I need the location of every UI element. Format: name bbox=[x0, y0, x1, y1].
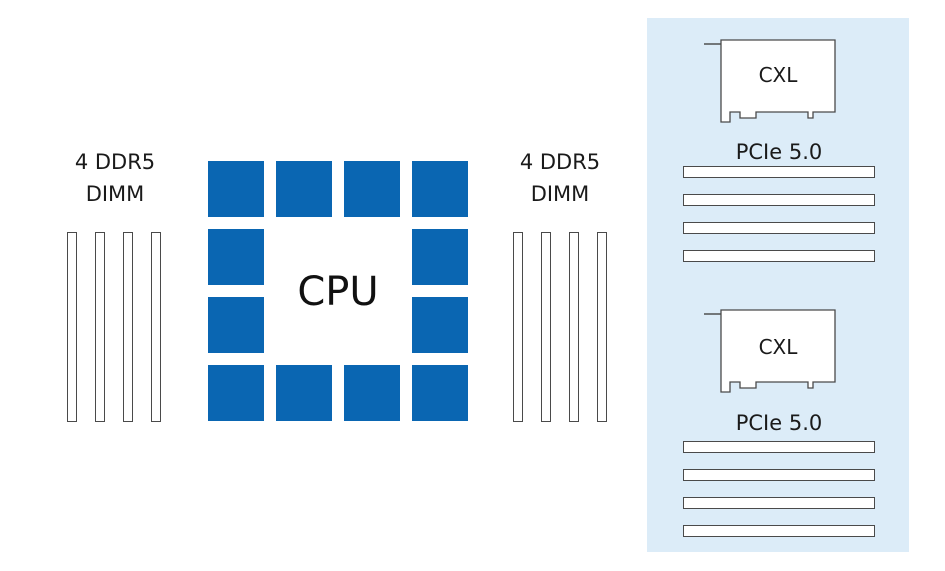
cpu-core-tile bbox=[344, 365, 400, 421]
left-dimm-label-line1: 4 DDR5 bbox=[74, 150, 156, 174]
pcie-slot bbox=[683, 441, 875, 453]
cpu-core-tile bbox=[276, 365, 332, 421]
pcie-slot bbox=[683, 194, 875, 206]
cpu-core-tile bbox=[276, 161, 332, 217]
left-dimm-stick bbox=[67, 232, 77, 422]
left-dimm-label-line2: DIMM bbox=[85, 182, 145, 206]
cpu-label: CPU bbox=[297, 269, 379, 315]
left-dimm-label: 4 DDR5 DIMM bbox=[60, 146, 170, 210]
pcie-slot bbox=[683, 166, 875, 178]
pcie-slot bbox=[683, 250, 875, 262]
left-dimm-stick bbox=[123, 232, 133, 422]
left-dimm-stick bbox=[151, 232, 161, 422]
right-dimm-stick bbox=[513, 232, 523, 422]
left-dimm-stick bbox=[95, 232, 105, 422]
right-dimm-stick bbox=[597, 232, 607, 422]
right-dimm-label-line1: 4 DDR5 bbox=[519, 150, 601, 174]
cpu-core-tile bbox=[412, 229, 468, 285]
cxl-card-label: CXL bbox=[758, 63, 798, 87]
pcie-slot-label: PCIe 5.0 bbox=[735, 140, 823, 164]
cpu-core-tile bbox=[412, 365, 468, 421]
cpu-core-tile bbox=[208, 161, 264, 217]
cxl-card-icon bbox=[704, 39, 836, 123]
cpu-core-tile bbox=[412, 297, 468, 353]
cpu-core-tile bbox=[208, 229, 264, 285]
cxl-card-label: CXL bbox=[758, 335, 798, 359]
right-dimm-stick bbox=[569, 232, 579, 422]
right-dimm-label-line2: DIMM bbox=[530, 182, 590, 206]
right-dimm-label: 4 DDR5 DIMM bbox=[505, 146, 615, 210]
pcie-slot-label: PCIe 5.0 bbox=[735, 411, 823, 435]
cpu-core-tile bbox=[208, 365, 264, 421]
cpu-core-tile bbox=[344, 161, 400, 217]
pcie-slot bbox=[683, 469, 875, 481]
pcie-slot bbox=[683, 497, 875, 509]
cxl-card-icon bbox=[704, 309, 836, 393]
cpu-core-tile bbox=[208, 297, 264, 353]
cpu-core-tile bbox=[412, 161, 468, 217]
pcie-slot bbox=[683, 222, 875, 234]
right-dimm-stick bbox=[541, 232, 551, 422]
pcie-slot bbox=[683, 525, 875, 537]
